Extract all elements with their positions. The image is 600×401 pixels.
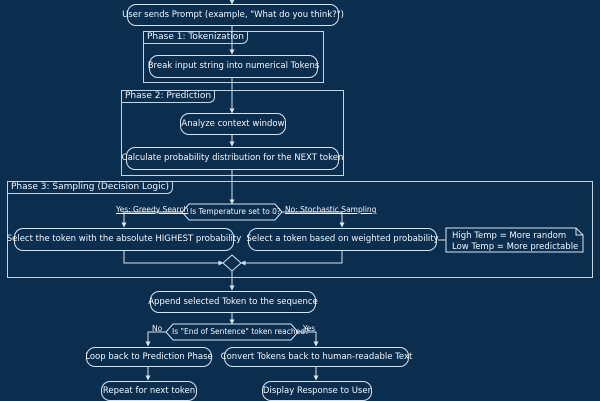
temperature-yes-label: Yes: Greedy Search xyxy=(116,205,189,214)
end-of-sentence-yes-label: Yes xyxy=(303,324,316,333)
convert-tokens-node[interactable]: Convert Tokens back to human-readable Te… xyxy=(221,347,412,367)
branch-yes-convert xyxy=(298,331,319,347)
temperature-note: High Temp = More random Low Temp = More … xyxy=(446,228,584,255)
analyze-context-node[interactable]: Analyze context window xyxy=(180,113,286,135)
append-token-node[interactable]: Append selected Token to the sequence xyxy=(148,291,318,313)
display-response-node[interactable]: Display Response to User xyxy=(262,381,372,401)
merge-from-greedy xyxy=(123,251,224,266)
branch-yes-greedy xyxy=(121,211,182,228)
phase3-title: Phase 3: Sampling (Decision Logic) xyxy=(8,182,174,194)
phase3-frame: Phase 3: Sampling (Decision Logic) xyxy=(7,181,593,278)
calculate-distribution-node[interactable]: Calculate probability distribution for t… xyxy=(122,147,343,170)
greedy-select-node[interactable]: Select the token with the absolute HIGHE… xyxy=(7,228,241,251)
note-line-high: High Temp = More random xyxy=(452,231,567,241)
temperature-decision-shape xyxy=(181,203,283,221)
merge-from-weighted xyxy=(240,251,343,266)
phase2-frame: Phase 2: Prediction xyxy=(121,90,344,176)
end-of-sentence-no-label: No xyxy=(152,324,163,333)
start-node[interactable]: User sends Prompt (example, "What do you… xyxy=(122,4,344,26)
note-box-shape xyxy=(445,227,584,253)
phase2-title: Phase 2: Prediction xyxy=(122,91,216,103)
note-line-low: Low Temp = More predictable xyxy=(452,241,579,252)
loop-back-node[interactable]: Loop back to Prediction Phase xyxy=(85,347,213,367)
temperature-question: Is Temperature set to 0? xyxy=(190,207,281,216)
branch-no-loop xyxy=(145,331,166,347)
weighted-select-node[interactable]: Select a token based on weighted probabi… xyxy=(246,228,439,251)
note-fold xyxy=(575,228,583,236)
merge-diamond xyxy=(222,254,242,272)
phase1-frame: Phase 1: Tokenization xyxy=(143,31,324,83)
phase1-title: Phase 1: Tokenization xyxy=(144,32,248,44)
repeat-node[interactable]: Repeat for next token xyxy=(101,381,197,401)
end-of-sentence-decision-shape xyxy=(165,323,299,341)
branch-no-stochastic xyxy=(282,211,345,228)
temperature-no-label: No: Stochastic Sampling xyxy=(285,205,377,214)
tokenize-node[interactable]: Break input string into numerical Tokens xyxy=(148,55,319,78)
end-of-sentence-question: Is "End of Sentence" token reached? xyxy=(172,327,309,336)
